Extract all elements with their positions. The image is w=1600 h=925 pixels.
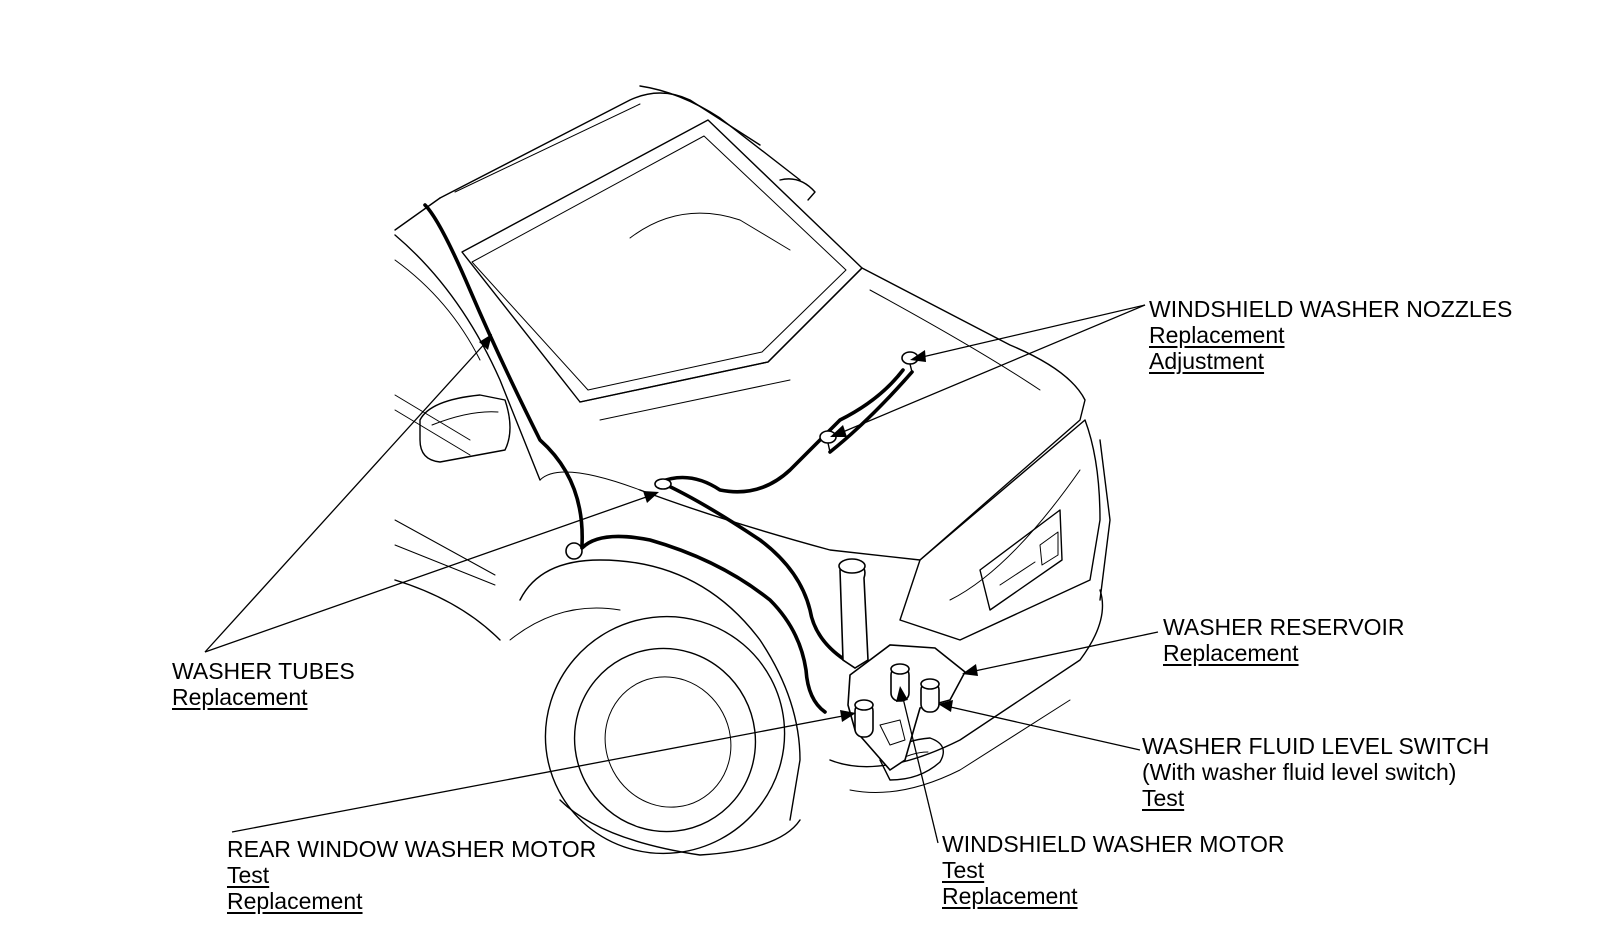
callout-windshield-washer-nozzles: WINDSHIELD WASHER NOZZLES Replacement Ad… bbox=[1149, 296, 1512, 374]
washer-fluid-level-switch bbox=[920, 678, 940, 713]
washer-reservoir-title: WASHER RESERVOIR bbox=[1163, 614, 1405, 640]
callout-washer-reservoir: WASHER RESERVOIR Replacement bbox=[1163, 614, 1405, 666]
washer-fluid-level-switch-note: (With washer fluid level switch) bbox=[1142, 759, 1457, 785]
windshield-washer-nozzles-adjustment-link[interactable]: Adjustment bbox=[1149, 348, 1265, 374]
callout-washer-tubes: WASHER TUBES Replacement bbox=[172, 658, 355, 710]
callout-rear-window-washer-motor: REAR WINDOW WASHER MOTOR Test Replacemen… bbox=[227, 836, 596, 914]
washer-tubes-title: WASHER TUBES bbox=[172, 658, 355, 684]
callout-washer-fluid-level-switch: WASHER FLUID LEVEL SWITCH (With washer f… bbox=[1142, 733, 1489, 811]
washer-tubes bbox=[423, 203, 919, 714]
rear-window-washer-motor bbox=[854, 699, 874, 738]
washer-reservoir-replacement-link[interactable]: Replacement bbox=[1163, 640, 1299, 666]
windshield-washer-nozzles-title: WINDSHIELD WASHER NOZZLES bbox=[1149, 296, 1513, 322]
rear-window-washer-motor-replacement-link[interactable]: Replacement bbox=[227, 888, 363, 914]
washer-tubes-replacement-link[interactable]: Replacement bbox=[172, 684, 308, 710]
windshield-washer-motor bbox=[890, 663, 910, 702]
washer-fluid-level-switch-test-link[interactable]: Test bbox=[1142, 785, 1185, 811]
leader-lines bbox=[204, 304, 1159, 844]
windshield-washer-motor-test-link[interactable]: Test bbox=[942, 857, 985, 883]
callout-windshield-washer-motor: WINDSHIELD WASHER MOTOR Test Replacement bbox=[942, 831, 1284, 909]
windshield-washer-motor-title: WINDSHIELD WASHER MOTOR bbox=[942, 831, 1285, 857]
rear-window-washer-motor-test-link[interactable]: Test bbox=[227, 862, 270, 888]
washer-reservoir bbox=[838, 558, 967, 772]
washer-fluid-level-switch-title: WASHER FLUID LEVEL SWITCH bbox=[1142, 733, 1490, 759]
vehicle-body bbox=[394, 85, 1111, 856]
rear-window-washer-motor-title: REAR WINDOW WASHER MOTOR bbox=[227, 836, 597, 862]
windshield-washer-motor-replacement-link[interactable]: Replacement bbox=[942, 883, 1078, 909]
windshield-washer-nozzles-replacement-link[interactable]: Replacement bbox=[1149, 322, 1285, 348]
